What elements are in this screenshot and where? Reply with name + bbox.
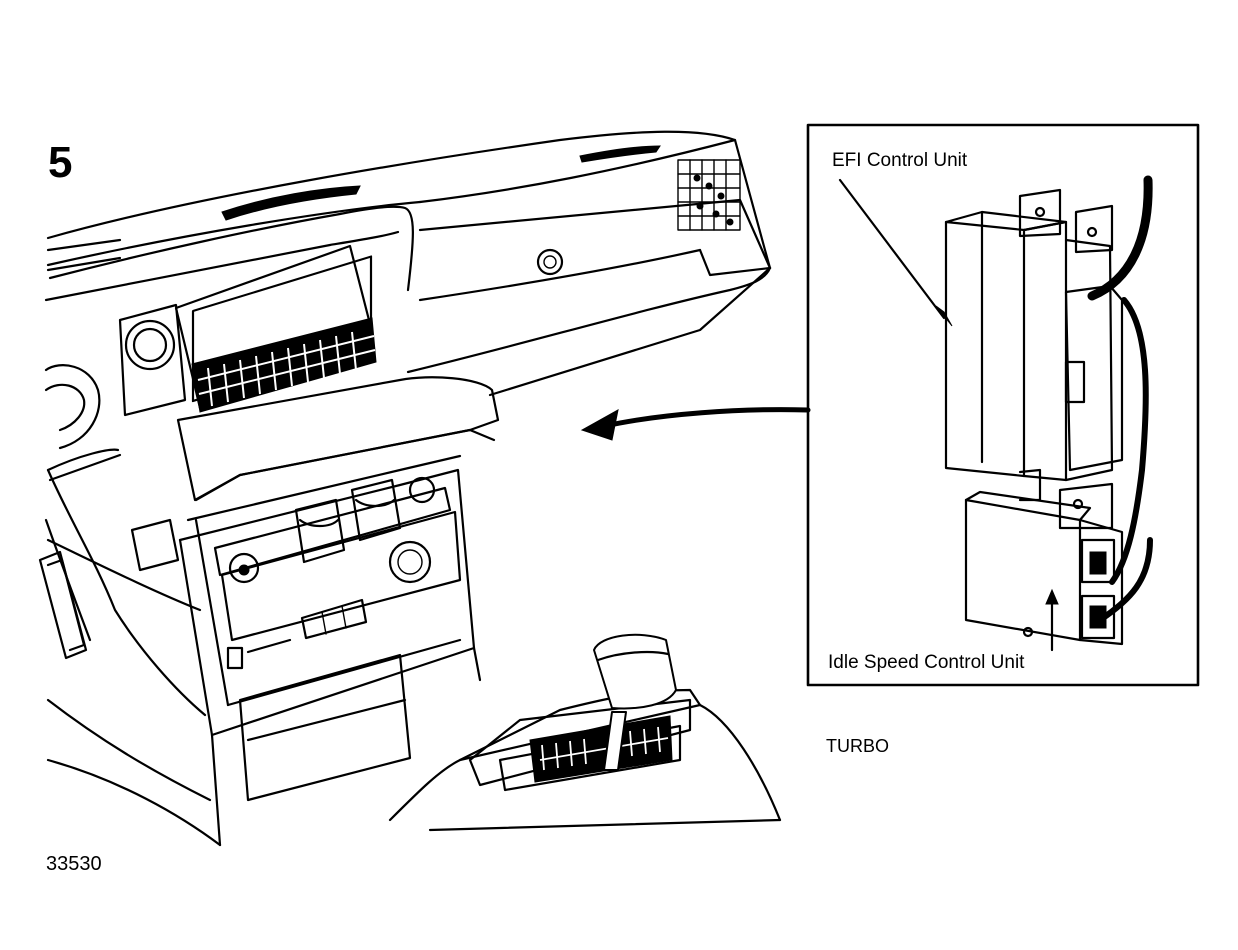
- efi-control-unit-label: EFI Control Unit: [832, 150, 968, 171]
- gear-shifter-drawing: [388, 633, 782, 832]
- inset-panel: [806, 123, 1200, 687]
- figure-number: 5: [48, 138, 73, 187]
- arrow-left-icon: [580, 407, 811, 441]
- reference-code: 33530: [46, 853, 102, 875]
- idle-speed-control-unit-label: Idle Speed Control Unit: [828, 652, 1025, 673]
- dashboard-drawing: [38, 130, 772, 847]
- turbo-label: TURBO: [826, 736, 889, 756]
- control-unit-drawing: [944, 175, 1153, 646]
